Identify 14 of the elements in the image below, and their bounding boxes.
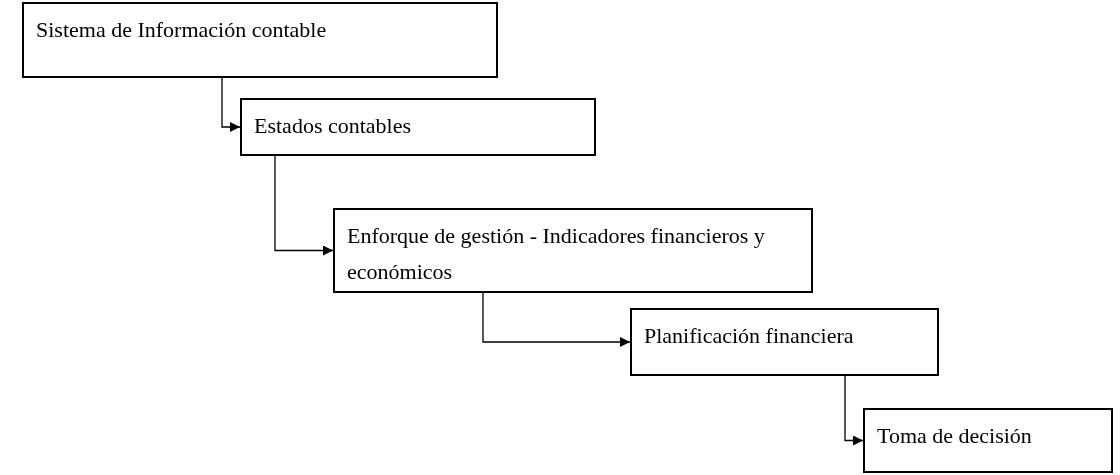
process-box (863, 408, 1113, 473)
arrow (844, 375, 864, 446)
process-box (333, 208, 813, 293)
box-label: Sistema de Información contable (36, 16, 328, 44)
box-label: Planificación financiera (644, 322, 855, 350)
box-label: Toma de decisión (877, 422, 1033, 450)
process-box (240, 98, 596, 156)
arrow (221, 77, 241, 132)
box-label: Estados contables (254, 112, 413, 140)
box-label: Enforque de gestión - Indicadores financieros y económicos (347, 222, 766, 286)
process-box (22, 2, 498, 78)
process-box (630, 308, 939, 376)
arrow (274, 155, 334, 256)
arrow (482, 292, 631, 347)
